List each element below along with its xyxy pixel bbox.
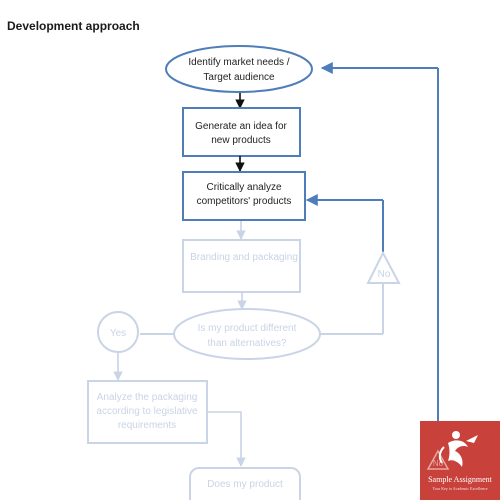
- node-idea-line-2: new products: [211, 135, 270, 146]
- logo-figure-icon: No: [426, 431, 478, 470]
- node-branding-line-1: Branding and packaging: [190, 252, 298, 263]
- decision-yes: Yes: [97, 311, 139, 353]
- node-analyze-line-2: competitors' products: [197, 196, 292, 207]
- logo-tagline: Your Key to Academic Excellence: [432, 486, 488, 491]
- page-title: Development approach: [7, 19, 140, 33]
- node-does-my-product: Does my product: [189, 467, 301, 500]
- node-packaging-line-3: requirements: [118, 420, 176, 431]
- node-is-product-different: Is my product different than alternative…: [173, 308, 321, 360]
- arrow-packaging-to-does: [207, 411, 246, 467]
- node-generate-idea: Generate an idea for new products: [182, 107, 301, 157]
- decision-yes-label: Yes: [110, 328, 126, 339]
- sample-assignment-logo: No Sample Assignment Your Key to Academi…: [420, 421, 500, 500]
- node-analyze-packaging: Analyze the packaging according to legis…: [87, 380, 208, 444]
- node-identify-line-1: Identify market needs /: [188, 57, 289, 68]
- node-different-line-1: Is my product different: [198, 323, 297, 334]
- node-different-line-2: than alternatives?: [208, 338, 287, 349]
- decision-no: No: [366, 250, 401, 284]
- node-analyze-line-1: Critically analyze: [206, 182, 281, 193]
- node-idea-line-1: Generate an idea for: [195, 121, 287, 132]
- logo-title: Sample Assignment: [428, 475, 492, 484]
- logo-faded-no-label: No: [433, 459, 444, 468]
- node-packaging-line-2: according to legislative: [96, 406, 198, 417]
- node-identify-line-2: Target audience: [203, 72, 275, 83]
- node-does-line-1: Does my product: [207, 479, 283, 490]
- decision-no-label: No: [378, 269, 391, 280]
- node-critically-analyze: Critically analyze competitors' products: [182, 171, 306, 221]
- node-identify-market-needs: Identify market needs / Target audience: [165, 45, 313, 93]
- node-packaging-line-1: Analyze the packaging: [97, 392, 198, 403]
- node-branding-packaging: Branding and packaging: [182, 239, 301, 293]
